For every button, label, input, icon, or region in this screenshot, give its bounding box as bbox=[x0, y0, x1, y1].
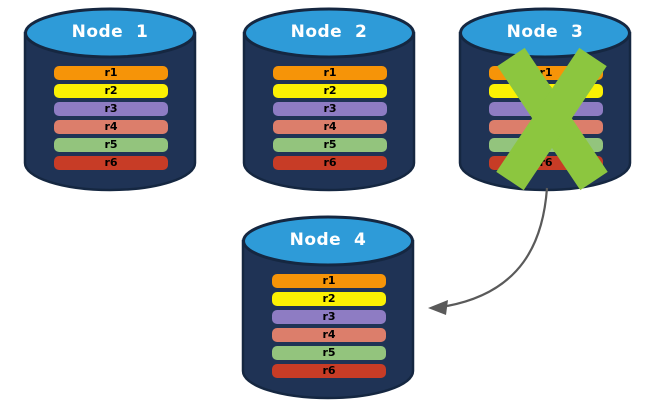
node-title: Node 1 bbox=[71, 22, 149, 42]
node-2: Node 2 r1 r2 r3 r4 r5 r6 bbox=[241, 6, 417, 192]
row-r2: r2 bbox=[273, 84, 387, 98]
arrow-head-icon bbox=[428, 300, 448, 315]
cylinder-top bbox=[242, 215, 414, 267]
row-r1: r1 bbox=[54, 66, 168, 80]
node-3: Node 3 r1 r2 r3 r4 r5 r6 bbox=[457, 6, 633, 192]
row-r4: r4 bbox=[489, 120, 603, 134]
cylinder-top bbox=[24, 7, 196, 59]
row-r2: r2 bbox=[54, 84, 168, 98]
node-1: Node 1 r1 r2 r3 r4 r5 r6 bbox=[22, 6, 198, 192]
row-r2: r2 bbox=[272, 292, 386, 306]
node-4: Node 4 r1 r2 r3 r4 r5 r6 bbox=[240, 214, 416, 400]
row-r5: r5 bbox=[273, 138, 387, 152]
row-r4: r4 bbox=[272, 328, 386, 342]
row-list: r1 r2 r3 r4 r5 r6 bbox=[272, 274, 386, 378]
row-r6: r6 bbox=[273, 156, 387, 170]
row-r6: r6 bbox=[272, 364, 386, 378]
cylinder-top bbox=[243, 7, 415, 59]
row-r5: r5 bbox=[489, 138, 603, 152]
row-list: r1 r2 r3 r4 r5 r6 bbox=[489, 66, 603, 170]
node-title: Node 2 bbox=[290, 22, 368, 42]
row-r5: r5 bbox=[272, 346, 386, 360]
row-r1: r1 bbox=[272, 274, 386, 288]
failover-arrow bbox=[428, 187, 549, 315]
row-r1: r1 bbox=[273, 66, 387, 80]
row-r5: r5 bbox=[54, 138, 168, 152]
row-list: r1 r2 r3 r4 r5 r6 bbox=[273, 66, 387, 170]
arrow-curve bbox=[446, 187, 549, 308]
row-r1: r1 bbox=[489, 66, 603, 80]
node-title: Node 4 bbox=[289, 230, 367, 250]
row-r6: r6 bbox=[54, 156, 168, 170]
row-r4: r4 bbox=[273, 120, 387, 134]
row-r4: r4 bbox=[54, 120, 168, 134]
row-r2: r2 bbox=[489, 84, 603, 98]
row-r3: r3 bbox=[273, 102, 387, 116]
row-list: r1 r2 r3 r4 r5 r6 bbox=[54, 66, 168, 170]
node-title: Node 3 bbox=[506, 22, 584, 42]
row-r3: r3 bbox=[54, 102, 168, 116]
row-r3: r3 bbox=[489, 102, 603, 116]
row-r6: r6 bbox=[489, 156, 603, 170]
row-r3: r3 bbox=[272, 310, 386, 324]
